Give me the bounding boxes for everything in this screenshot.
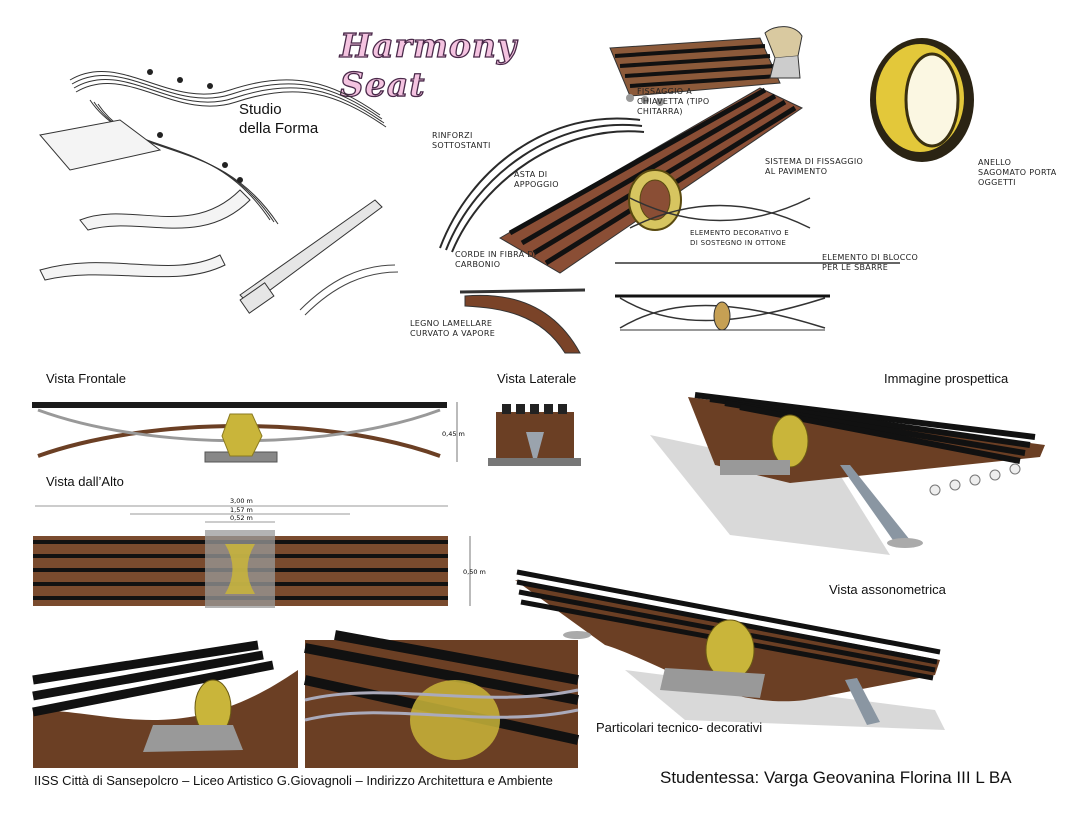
vista-laterale-label: Vista Laterale — [497, 371, 577, 386]
studio-forma-label: Studio della Forma — [239, 101, 319, 137]
dimension-height: 0,45 m — [442, 430, 465, 438]
dimension-inner: 1,57 m — [230, 506, 253, 514]
page-title: Harmony Seat — [339, 25, 590, 104]
annotation-sistema: Sistema di fissaggio al pavimento — [765, 157, 864, 176]
title-text: Harmony Seat — [339, 25, 518, 104]
vista-assonometrica-label: Vista assonometrica — [829, 582, 946, 597]
side-view-drawing — [488, 404, 581, 466]
form-study-sketch — [39, 69, 399, 316]
vista-alto-label: Vista dall’Alto — [46, 474, 124, 489]
dimension-center: 0,52 m — [230, 514, 253, 522]
annotation-fissaggio: Fissaggio a chiavetta (tipo chitarra) — [637, 87, 710, 116]
ring-sketch — [870, 38, 974, 162]
annotation-anello: Anello sagomato porta oggetti — [978, 158, 1057, 187]
annotation-rinforzi: Rinforzi sottostanti — [432, 131, 491, 150]
front-view-drawing: 0,45 m — [32, 402, 465, 463]
annotation-corde: Corde in fibra di carbonio — [455, 250, 537, 269]
annotation-legno: Legno lamellare curvato a vapore — [410, 319, 496, 338]
perspective-render — [650, 392, 1045, 555]
axonometric-render — [515, 569, 945, 730]
annotation-elemento-blocco: Elemento di blocco per le sbarre — [822, 253, 919, 272]
top-view-drawing: 3,00 m 1,57 m 0,52 m 0,50 m — [33, 497, 486, 608]
bench-concept-sketch — [439, 26, 900, 354]
detail-render-2 — [303, 630, 580, 768]
detail-render-1 — [32, 640, 298, 768]
vista-prospettica-label: Immagine prospettica — [884, 371, 1009, 386]
school-credit: IISS Città di Sansepolcro – Liceo Artist… — [34, 773, 553, 788]
annotation-elemento-decorativo: Elemento decorativo e di sostegno in ott… — [690, 229, 789, 247]
dimension-depth: 0,50 m — [463, 568, 486, 576]
dimension-total: 3,00 m — [230, 497, 253, 505]
annotation-asta: Asta di appoggio — [514, 170, 559, 189]
student-credit: Studentessa: Varga Geovanina Florina III… — [660, 768, 1012, 787]
particolari-label: Particolari tecnico- decorativi — [596, 720, 763, 735]
vista-frontale-label: Vista Frontale — [46, 371, 126, 386]
